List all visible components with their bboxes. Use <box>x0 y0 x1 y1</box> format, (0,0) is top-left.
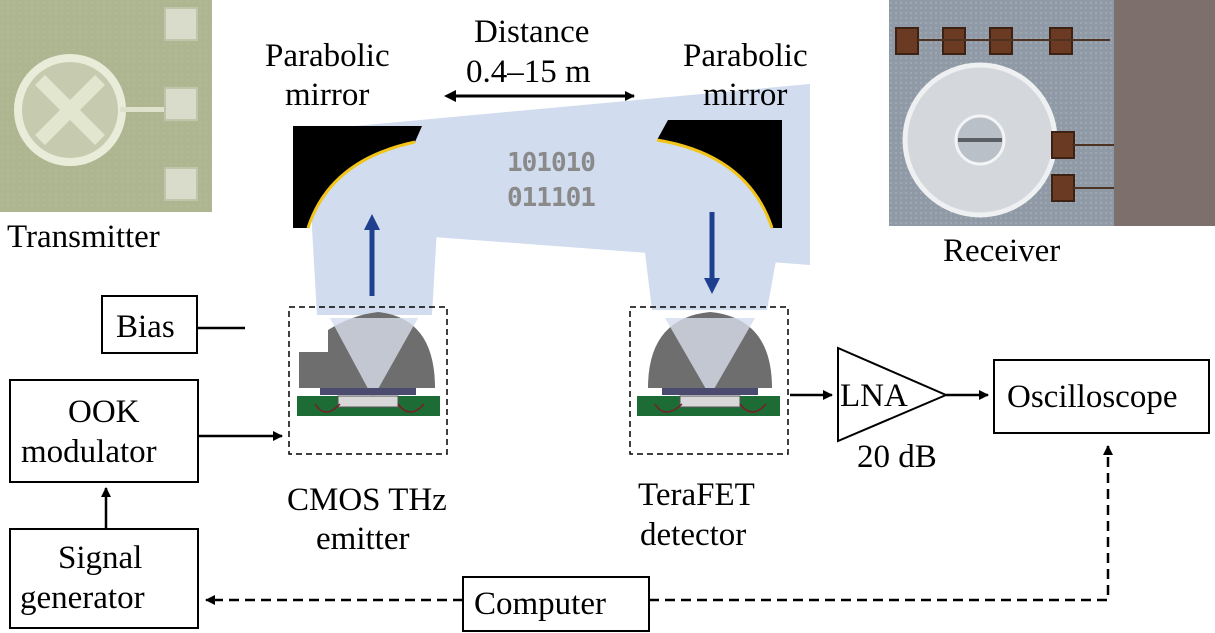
data-bits-line-2: 011101 <box>507 183 595 213</box>
signal-label-2: generator <box>20 580 145 616</box>
transmitter-chip-photo <box>0 0 212 212</box>
ook-modulator-box <box>9 379 199 483</box>
signal-label-1: Signal <box>58 540 142 576</box>
lna-amplifier <box>837 346 949 443</box>
bias-label: Bias <box>116 309 175 345</box>
data-bits-line-1: 101010 <box>507 148 595 178</box>
oscilloscope-box <box>993 359 1210 434</box>
distance-range-label: 0.4–15 m <box>466 54 591 90</box>
computer-box <box>462 576 650 632</box>
left-parabolic-mirror <box>293 126 422 229</box>
receiver-chip-photo <box>889 0 1215 226</box>
cmos-thz-emitter <box>288 306 448 455</box>
bias-box <box>101 295 198 354</box>
detector-label-2: detector <box>640 517 746 553</box>
detector-label-1: TeraFET <box>638 477 755 513</box>
computer-to-oscilloscope-link <box>649 445 1113 602</box>
terafet-detector <box>629 306 789 455</box>
signal-generator-box <box>9 528 199 629</box>
right-mirror-label-2: mirror <box>703 77 787 113</box>
right-parabolic-mirror <box>656 120 782 229</box>
oscilloscope-label: Oscilloscope <box>1007 379 1177 415</box>
lna-label: LNA <box>840 378 908 414</box>
ook-label-2: modulator <box>21 434 157 470</box>
receiver-label: Receiver <box>943 233 1060 269</box>
computer-label: Computer <box>474 586 606 622</box>
ook-label-1: OOK <box>68 394 140 430</box>
distance-label: Distance <box>474 14 589 50</box>
transmitter-label: Transmitter <box>7 219 160 255</box>
left-mirror-label-2: mirror <box>285 77 369 113</box>
emitter-label-1: CMOS THz <box>287 482 447 518</box>
right-mirror-label-1: Parabolic <box>683 38 808 74</box>
lna-gain-label: 20 dB <box>857 439 937 475</box>
left-mirror-label-1: Parabolic <box>265 38 390 74</box>
emitter-label-2: emitter <box>316 521 409 557</box>
